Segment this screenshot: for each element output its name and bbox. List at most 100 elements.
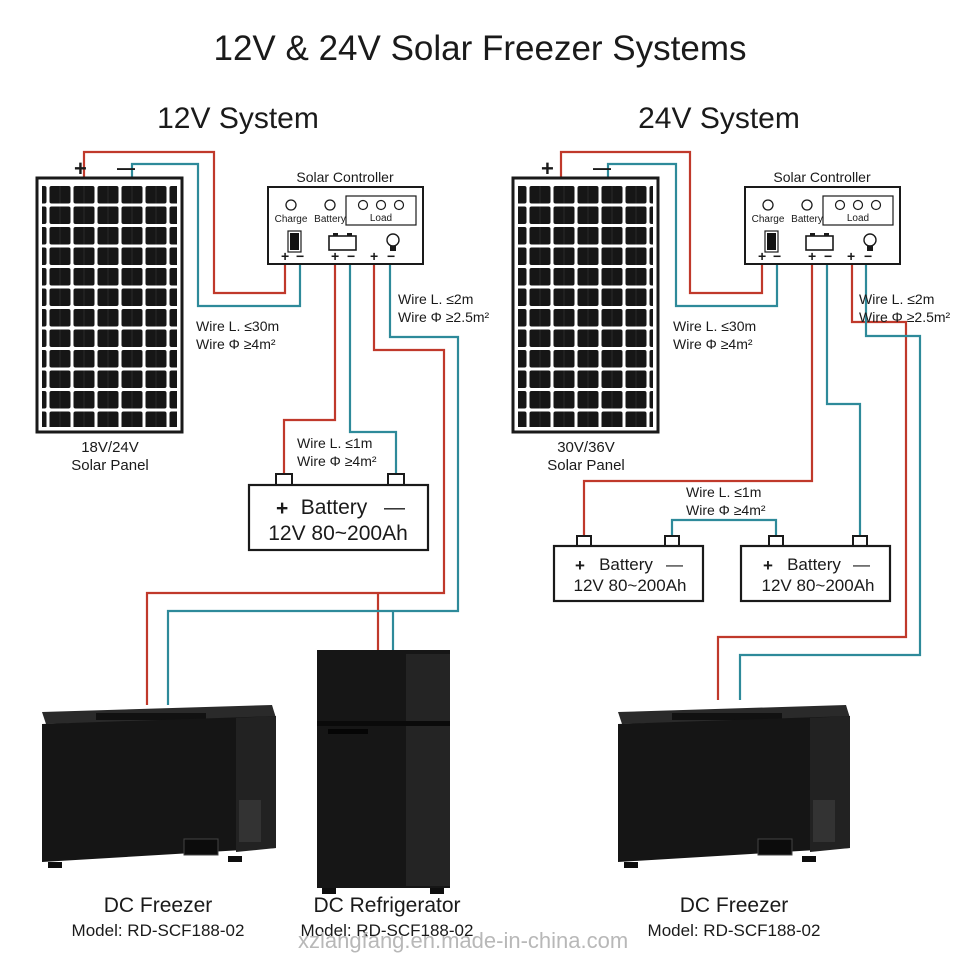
battery-b-negative-mark: — (853, 555, 870, 574)
wire-battery-gauge: Wire Φ ≥4m² (297, 453, 377, 469)
dc-freezer-image-12v (42, 705, 276, 868)
solar-controller-12v: Solar Controller Charge Battery Load (267, 169, 424, 265)
load-negative-mark: − (387, 248, 395, 264)
freezer-name-12v: DC Freezer (104, 894, 213, 917)
load-indicator-box-24v (822, 195, 894, 226)
wire-panel-length-24v: Wire L. ≤30m (673, 318, 756, 334)
panel-negative-mark: — (117, 158, 135, 178)
panel-type-label-24v: Solar Panel (547, 457, 625, 474)
battery-indicator-icon (324, 199, 336, 211)
wire-battery-positive-24v (582, 262, 814, 536)
battery-label-24v: Battery (791, 214, 823, 225)
battery-negative-mark: — (384, 496, 405, 519)
page-title: 12V & 24V Solar Freezer Systems (214, 29, 747, 68)
wire-panel-gauge-24v: Wire Φ ≥4m² (673, 336, 753, 352)
wire-battery-positive-12v (282, 262, 337, 474)
wire-battery-length-24v: Wire L. ≤1m (686, 484, 761, 500)
wire-load-negative-12v (166, 262, 460, 705)
solar-panel-24v (511, 176, 660, 434)
system-24v-heading: 24V System (638, 102, 800, 135)
load-positive-mark-24v: + (847, 248, 855, 264)
wire-load-gauge: Wire Φ ≥2.5m² (398, 309, 490, 325)
wires-12v (82, 150, 460, 705)
panel-voltage-label-24v: 30V/36V (557, 439, 615, 456)
freezer-model-12v: Model: RD-SCF188-02 (72, 921, 245, 940)
solar-controller-24v: Solar Controller Charge Battery Load (744, 169, 901, 265)
load-indicator-icon-2-24v (852, 199, 864, 211)
solar-input-icon (287, 230, 302, 253)
wires-24v (559, 150, 922, 700)
load-indicator-icon-1-24v (834, 199, 846, 211)
battery-terminal-icon-24v (805, 233, 834, 251)
charge-indicator-icon (285, 199, 297, 211)
wire-load-negative-24v (738, 262, 922, 700)
freezer-model-24v: Model: RD-SCF188-02 (648, 921, 821, 940)
wire-panel-length: Wire L. ≤30m (196, 318, 279, 334)
wire-panel-positive-24v (559, 150, 764, 295)
battery-label: Battery (314, 214, 346, 225)
battery-b-name: Battery (787, 555, 841, 574)
charge-label-24v: Charge (752, 214, 785, 225)
battery-b-24v: + Battery — 12V 80~200Ah (739, 535, 892, 603)
controller-title: Solar Controller (296, 169, 394, 185)
battery-positive-mark: + (276, 497, 288, 520)
dc-freezer-image-24v (618, 705, 850, 868)
wire-load-gauge-24v: Wire Φ ≥2.5m² (859, 309, 951, 325)
load-label: Load (370, 213, 392, 224)
freezer-name-24v: DC Freezer (680, 894, 789, 917)
charge-label: Charge (275, 214, 308, 225)
system-12v-heading: 12V System (157, 102, 319, 135)
panel-type-label: Solar Panel (71, 457, 149, 474)
wire-panel-positive-12v (82, 150, 287, 295)
load-indicator-icon-1 (357, 199, 369, 211)
battery-b-spec: 12V 80~200Ah (762, 576, 875, 595)
dc-refrigerator-image (317, 650, 450, 894)
load-label-24v: Load (847, 213, 869, 224)
panel-positive-mark: + (74, 156, 87, 181)
pv-positive-mark: + (281, 248, 289, 264)
wire-load-length: Wire L. ≤2m (398, 291, 473, 307)
controller-title-24v: Solar Controller (773, 169, 871, 185)
battery-a-positive-mark: + (575, 556, 585, 575)
battery-a-name: Battery (599, 555, 653, 574)
wire-battery-negative-24v (825, 262, 862, 536)
battery-name: Battery (301, 496, 368, 519)
battery-a-negative-mark: — (666, 555, 683, 574)
panel-voltage-label: 18V/24V (81, 439, 139, 456)
watermark: xzlangfang.en.made-in-china.com (298, 928, 628, 953)
wire-series-link-24v (670, 518, 778, 536)
battery-indicator-icon-24v (801, 199, 813, 211)
load-indicator-icon-3 (393, 199, 405, 211)
wire-panel-gauge: Wire Φ ≥4m² (196, 336, 276, 352)
bat-negative-mark: − (347, 248, 355, 264)
fridge-name: DC Refrigerator (313, 894, 460, 917)
battery-a-24v: + Battery — 12V 80~200Ah (552, 535, 705, 603)
panel-positive-mark-24v: + (541, 156, 554, 181)
load-indicator-icon-2 (375, 199, 387, 211)
solar-input-icon-24v (764, 230, 779, 253)
bat-positive-mark-24v: + (808, 248, 816, 264)
bat-negative-mark-24v: − (824, 248, 832, 264)
fridge-model: Model: RD-SCF188-02 (301, 921, 474, 940)
system-12v: 12V System + — 18V/24V Solar Panel (35, 102, 490, 940)
wire-load-positive-24v (716, 262, 908, 700)
solar-panel-12v (35, 176, 184, 434)
bat-positive-mark: + (331, 248, 339, 264)
wire-battery-negative-12v (348, 262, 398, 474)
wire-battery-length: Wire L. ≤1m (297, 435, 372, 451)
battery-b-positive-mark: + (763, 556, 773, 575)
battery-a-spec: 12V 80~200Ah (574, 576, 687, 595)
battery-terminal-icon (328, 233, 357, 251)
panel-negative-mark-24v: — (593, 158, 611, 178)
charge-indicator-icon-24v (762, 199, 774, 211)
wire-panel-negative-24v (606, 162, 779, 308)
wire-panel-negative-12v (130, 162, 302, 308)
pv-positive-mark-24v: + (758, 248, 766, 264)
wire-load-positive-12v (145, 262, 446, 705)
wire-battery-gauge-24v: Wire Φ ≥4m² (686, 502, 766, 518)
load-positive-mark: + (370, 248, 378, 264)
load-negative-mark-24v: − (864, 248, 872, 264)
load-indicator-box (345, 195, 417, 226)
lightbulb-icon-24v (863, 233, 877, 251)
